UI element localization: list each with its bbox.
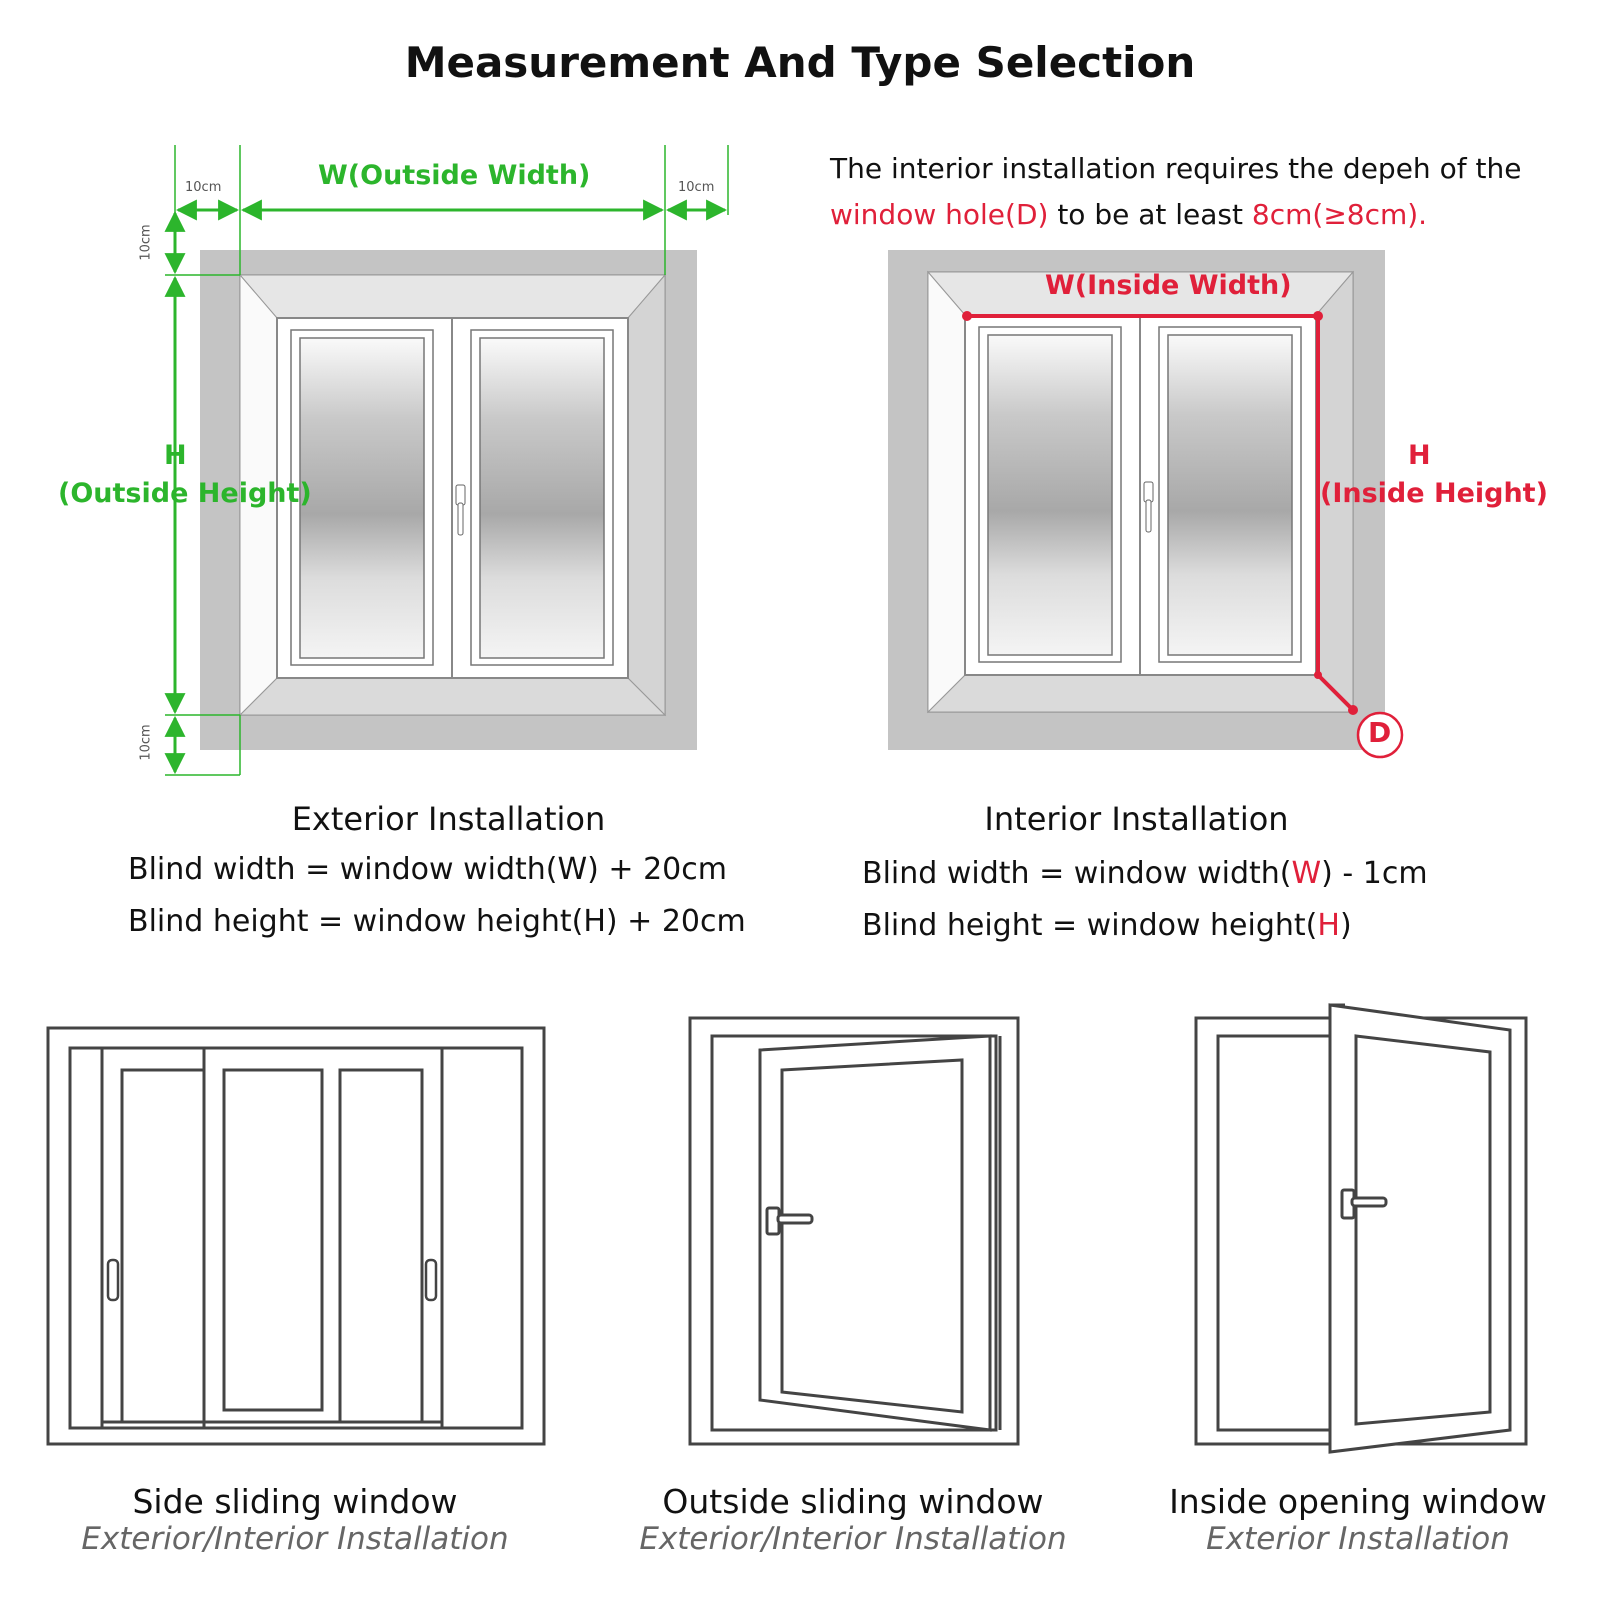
margin-top-label: 10cm xyxy=(138,224,154,261)
page-title: Measurement And Type Selection xyxy=(404,38,1196,87)
inside-opening-window-drawing xyxy=(1194,1003,1528,1454)
margin-bottom-label: 10cm xyxy=(138,724,154,761)
outside-width-label: W(Outside Width) xyxy=(318,160,591,191)
type-caption-side-sliding: Side sliding window Exterior/Interior In… xyxy=(40,1482,550,1557)
type-installation: Exterior/Interior Installation xyxy=(639,1521,1067,1557)
outside-sliding-window-drawing xyxy=(688,1016,1020,1446)
depth-requirement: 8cm(≥8cm). xyxy=(1251,198,1428,231)
outside-height-label: (Outside Height) xyxy=(58,478,312,509)
inside-height-h-label: H xyxy=(1408,440,1431,471)
margin-left-label: 10cm xyxy=(185,180,222,195)
exterior-dimensions xyxy=(164,145,729,776)
inside-height-label: (Inside Height) xyxy=(1320,478,1548,509)
type-name: Outside sliding window xyxy=(662,1482,1044,1521)
type-installation: Exterior/Interior Installation xyxy=(81,1521,509,1557)
type-installation: Exterior Installation xyxy=(1206,1521,1510,1557)
type-name: Inside opening window xyxy=(1169,1482,1547,1521)
interior-section-title: Interior Installation xyxy=(984,800,1289,838)
type-caption-outside-sliding: Outside sliding window Exterior/Interior… xyxy=(598,1482,1108,1557)
exterior-section-title: Exterior Installation xyxy=(291,800,606,838)
interior-width-formula: Blind width = window width(W) - 1cm xyxy=(862,856,1428,891)
outside-height-h-label: H xyxy=(164,440,187,471)
depth-marker: D xyxy=(1368,716,1392,749)
inside-width-label: W(Inside Width) xyxy=(1045,270,1292,301)
type-name: Side sliding window xyxy=(132,1482,458,1521)
interior-dimensions xyxy=(962,311,1404,759)
interior-height-formula: Blind height = window height(H) xyxy=(862,908,1352,943)
type-caption-inside-opening: Inside opening window Exterior Installat… xyxy=(1118,1482,1598,1557)
exterior-window xyxy=(200,250,697,750)
window-hole-term: window hole(D) xyxy=(830,198,1049,231)
interior-window xyxy=(888,250,1385,750)
exterior-height-formula: Blind height = window height(H) + 20cm xyxy=(128,904,746,939)
interior-depth-note: The interior installation requires the d… xyxy=(830,152,1522,231)
margin-right-label: 10cm xyxy=(678,180,715,195)
side-sliding-window-drawing xyxy=(46,1026,546,1446)
exterior-width-formula: Blind width = window width(W) + 20cm xyxy=(128,852,727,887)
